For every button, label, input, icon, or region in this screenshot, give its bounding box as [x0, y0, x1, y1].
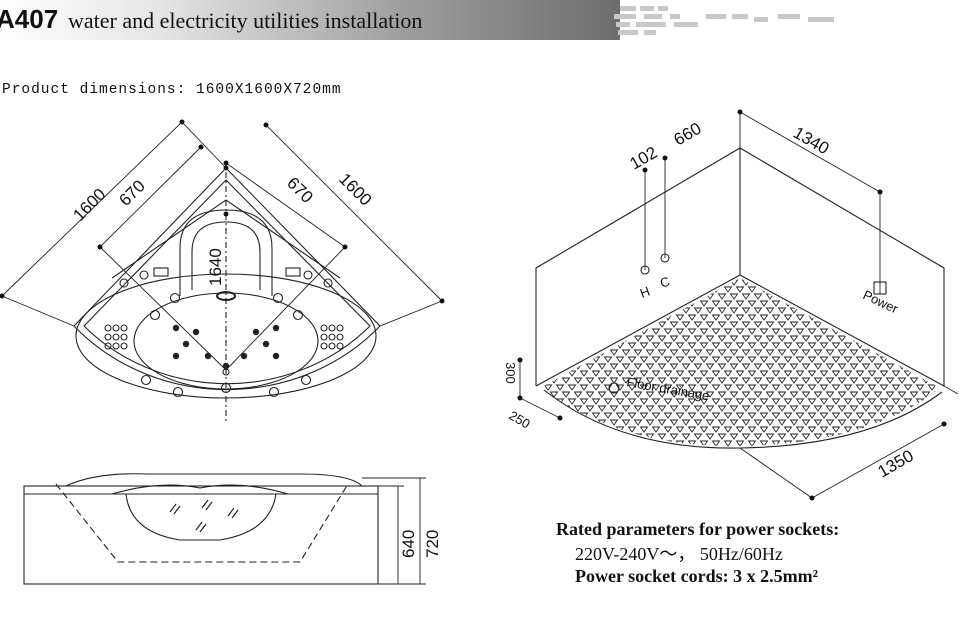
- dim-label-660: 660: [671, 119, 705, 150]
- room-installation-view: [519, 111, 959, 499]
- dim-label-1640: 1640: [206, 248, 225, 286]
- side-view-basin: [55, 483, 349, 563]
- dimension-tick-marks: [0, 119, 445, 304]
- side-view-window: [125, 493, 277, 541]
- room-left-wall: [535, 147, 741, 386]
- cold-water-outlet-icon: [660, 253, 670, 263]
- dim-1350-line: [811, 423, 945, 499]
- product-dimensions: Product dimensions: 1600X1600X720mm: [2, 82, 342, 98]
- bathtub-top-view: [0, 119, 445, 424]
- dim-label-1600-right: 1600: [335, 169, 375, 209]
- tub-outer-rim: [73, 167, 381, 391]
- power-socket-icon: [873, 281, 887, 295]
- power-params-heading: Rated parameters for power sockets:: [556, 519, 840, 539]
- dim-label-250: 250: [507, 408, 533, 432]
- side-view-seat: [111, 484, 289, 495]
- dim-label-720: 720: [423, 530, 442, 558]
- right-armrest-jets: [320, 324, 344, 350]
- room-floor-edge: [535, 274, 945, 387]
- tub-inner-rim: [83, 179, 371, 385]
- rim-nozzles: [140, 292, 312, 398]
- overflow-drain: [216, 291, 236, 301]
- page-title: water and electricity utilities installa…: [68, 8, 423, 33]
- dim-label-670-right: 670: [283, 173, 316, 206]
- side-view-headrest: [65, 473, 363, 487]
- label-hot: H: [638, 284, 652, 301]
- dim-label-1600-left: 1600: [69, 185, 109, 225]
- dim-label-102: 102: [627, 143, 661, 174]
- header-decoration-graphic: [614, 6, 834, 35]
- top-view-dimension-lines: [1, 121, 443, 371]
- room-right-wall: [739, 147, 945, 386]
- left-control-panel: [119, 267, 169, 288]
- dim-250-line: [519, 397, 561, 419]
- right-control-panel: [285, 267, 333, 288]
- bathtub-side-view: [23, 473, 426, 585]
- model-code: A407: [0, 4, 59, 34]
- hot-water-outlet-icon: [640, 265, 650, 275]
- headrest-inner: [191, 221, 261, 290]
- left-armrest-jets: [104, 324, 128, 350]
- floor-drain-icon: [608, 382, 620, 394]
- power-params-cords: Power socket cords: 3 x 2.5mm²: [575, 566, 819, 586]
- massage-jets: [172, 324, 280, 370]
- dim-label-300: 300: [503, 362, 518, 384]
- dim-1350-ext: [739, 447, 813, 499]
- wall-right-ext: [943, 385, 959, 395]
- label-cold: C: [658, 274, 672, 291]
- title-bar: A407 water and electricity utilities ins…: [0, 0, 620, 40]
- room-dim-ticks: [517, 109, 947, 501]
- label-power: Power: [861, 287, 901, 316]
- power-params-voltage: 220V-240V～， 50Hz/60Hz: [575, 544, 783, 564]
- side-view-outline: [23, 485, 379, 585]
- side-view-dimension-lines: [362, 477, 426, 585]
- wall-top-right-dim: [739, 111, 881, 193]
- glass-reflection-marks: [169, 499, 239, 533]
- dim-label-640: 640: [399, 530, 418, 558]
